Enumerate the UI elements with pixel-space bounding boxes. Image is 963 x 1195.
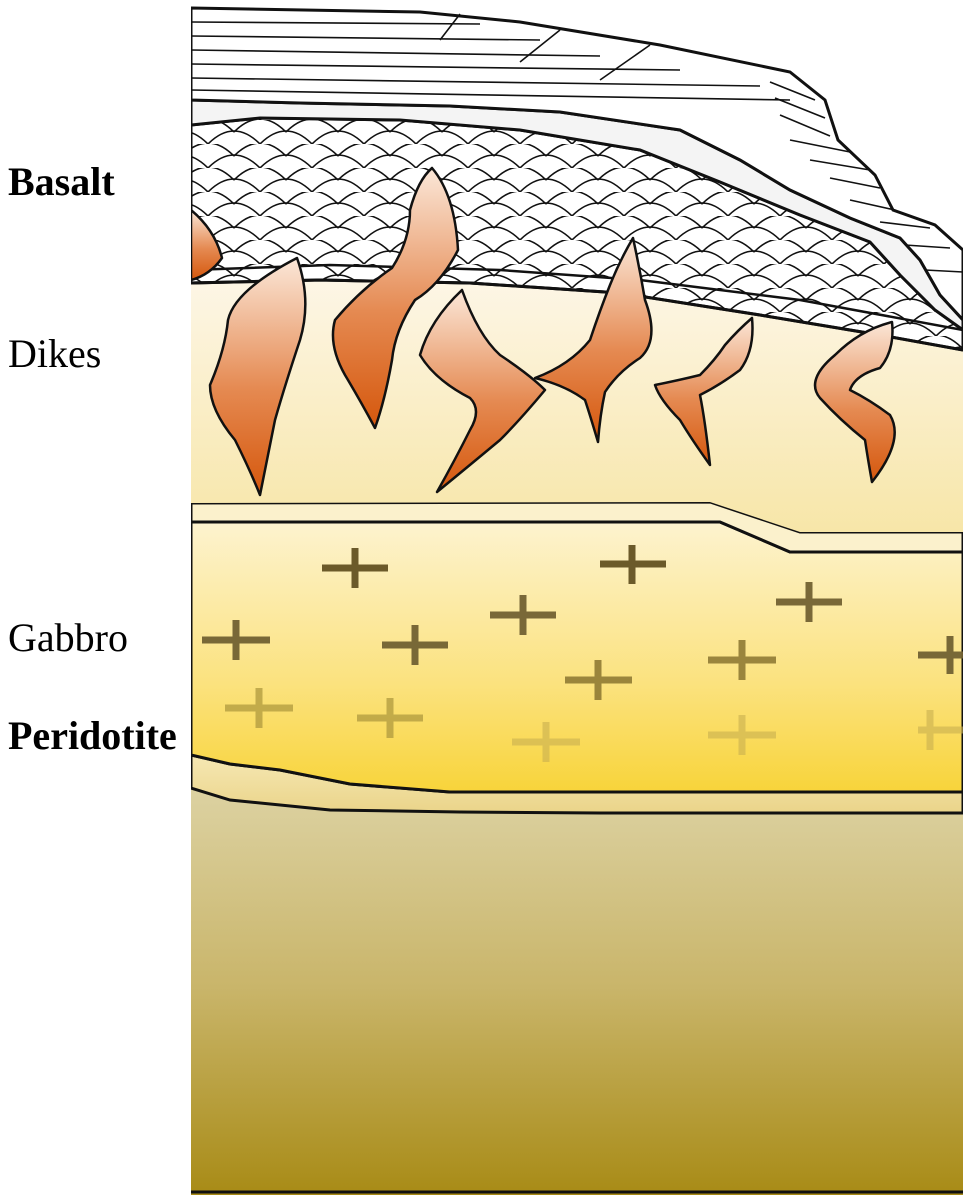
gabbro-layer — [191, 522, 963, 792]
peridotite-layer — [191, 780, 963, 1195]
layer-label-basalt: Basalt — [8, 158, 115, 205]
layer-label-dikes: Dikes — [8, 330, 101, 377]
layer-label-peridotite: Peridotite — [8, 712, 177, 759]
layer-label-gabbro: Gabbro — [8, 614, 128, 661]
